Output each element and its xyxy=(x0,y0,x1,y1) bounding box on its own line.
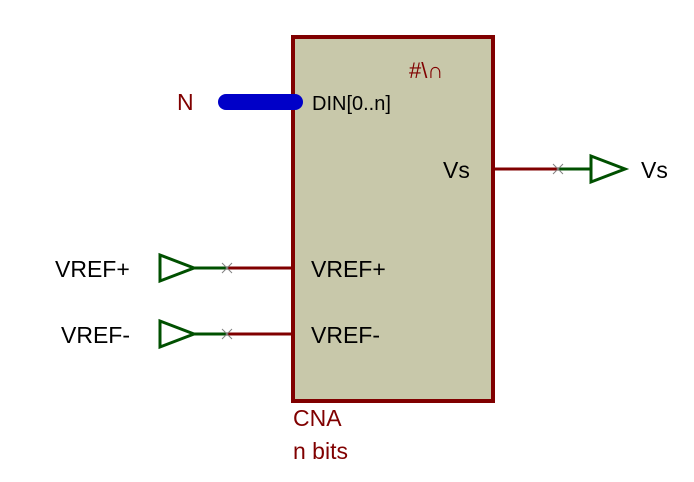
cna-component-body[interactable] xyxy=(291,35,495,403)
pin-label-vs: Vs xyxy=(443,157,470,183)
bus-net-label-n: N xyxy=(177,89,194,115)
vs-terminal-label: Vs xyxy=(641,157,668,183)
pin-label-vref-plus: VREF+ xyxy=(311,256,386,282)
vref-plus-input-terminal-icon[interactable] xyxy=(158,252,199,284)
vref-minus-junction-cross-icon xyxy=(221,328,233,340)
vref-minus-input-terminal-icon[interactable] xyxy=(158,318,199,350)
pin-label-vref-minus: VREF- xyxy=(311,322,380,348)
component-reference: #\∩ xyxy=(409,58,443,83)
vref-plus-junction-cross-icon xyxy=(221,262,233,274)
component-type-label: CNA xyxy=(293,405,342,431)
vs-junction-cross-icon xyxy=(552,163,564,175)
vs-output-terminal-icon[interactable] xyxy=(589,153,630,185)
vref-minus-terminal-label: VREF- xyxy=(61,322,130,348)
vref-plus-terminal-label: VREF+ xyxy=(55,256,130,282)
component-value-label: n bits xyxy=(293,438,348,464)
pin-label-din: DIN[0..n] xyxy=(312,93,391,115)
